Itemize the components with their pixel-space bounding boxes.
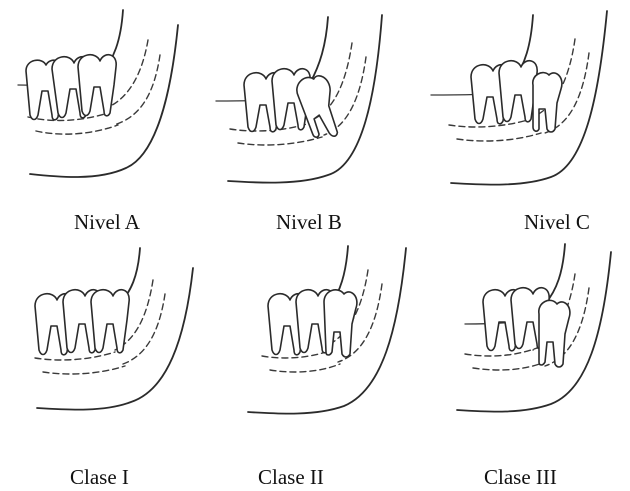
jaw-clase-i-illustration xyxy=(15,240,195,430)
jaw-clase-ii-illustration xyxy=(220,240,410,430)
caption-clase-ii: Clase II xyxy=(258,465,324,490)
caption-nivel-c: Nivel C xyxy=(524,210,590,235)
caption-clase-iii: Clase III xyxy=(484,465,557,490)
caption-nivel-b: Nivel B xyxy=(276,210,342,235)
panel-nivel-b xyxy=(210,5,400,195)
jaw-nivel-b-illustration xyxy=(210,5,400,195)
panel-clase-ii xyxy=(220,240,410,430)
caption-nivel-a: Nivel A xyxy=(74,210,140,235)
caption-clase-i: Clase I xyxy=(70,465,129,490)
jaw-nivel-a-illustration xyxy=(8,5,188,190)
jaw-clase-iii-illustration xyxy=(425,240,620,430)
panel-clase-iii xyxy=(425,240,620,430)
jaw-nivel-c-illustration xyxy=(425,5,620,195)
panel-nivel-a xyxy=(8,5,188,190)
panel-nivel-c xyxy=(425,5,620,195)
panel-clase-i xyxy=(15,240,195,430)
